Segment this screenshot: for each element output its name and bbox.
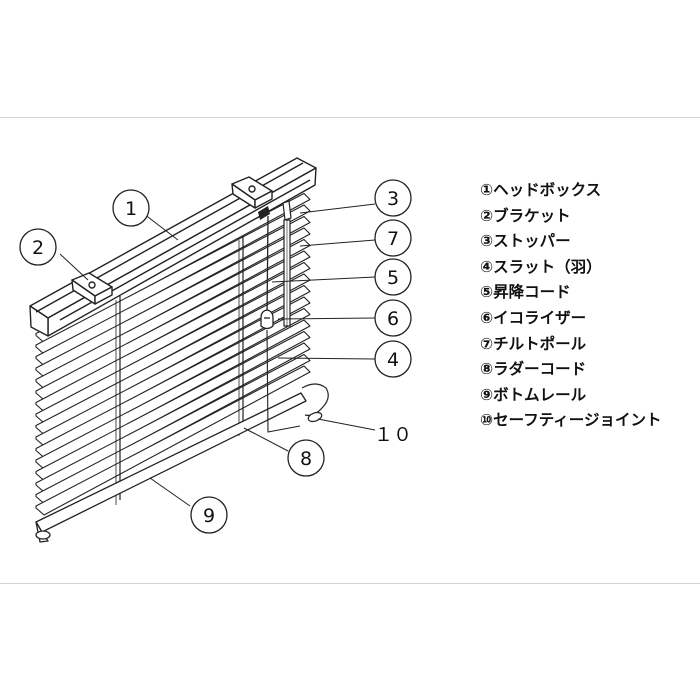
- legend-item-tilt-pole: ⑦チルトポール: [480, 334, 587, 353]
- svg-text:9: 9: [203, 505, 215, 527]
- callout-7: 7: [374, 219, 412, 257]
- bracket-right: [231, 176, 273, 209]
- callout-9: 9: [190, 496, 228, 534]
- callout-6: 6: [374, 299, 412, 337]
- legend-item-slat: ④スラット（羽）: [480, 257, 602, 276]
- svg-text:2: 2: [32, 237, 44, 259]
- svg-text:4: 4: [387, 349, 399, 371]
- legend-item-bracket: ②ブラケット: [480, 206, 571, 225]
- lift-cord-loop: [266, 329, 301, 433]
- svg-text:1: 1: [125, 198, 137, 220]
- bottom-divider: [0, 583, 700, 584]
- callout-1: 1: [112, 189, 150, 227]
- legend-item-bottom-rail: ⑨ボトムレール: [480, 385, 587, 404]
- svg-text:１０: １０: [374, 424, 412, 446]
- svg-text:7: 7: [387, 228, 399, 250]
- legend-item-stopper: ③ストッパー: [480, 232, 571, 251]
- callout-10: １０: [374, 424, 412, 446]
- legend-item-lift-cord: ⑤昇降コード: [480, 283, 571, 302]
- callout-5: 5: [374, 258, 412, 296]
- slats: [35, 181, 311, 516]
- slat: [35, 365, 311, 516]
- parts-legend: ①ヘッドボックス ②ブラケット ③ストッパー ④スラット（羽） ⑤昇降コード ⑥…: [480, 178, 661, 434]
- bottom-rail: [35, 392, 307, 543]
- legend-item-equalizer: ⑥イコライザー: [480, 308, 587, 327]
- svg-text:5: 5: [387, 267, 399, 289]
- blind-diagram: 1 2 3 7 5 6 4 １０ 8 9: [19, 157, 412, 543]
- safety-joint: [301, 383, 329, 423]
- legend-item-safety-joint: ⑩セーフティージョイント: [480, 411, 662, 430]
- callout-2: 2: [19, 228, 57, 266]
- svg-text:6: 6: [387, 308, 399, 330]
- legend-item-headbox: ①ヘッドボックス: [480, 181, 602, 199]
- lift-cord: [266, 215, 269, 319]
- callout-4: 4: [374, 340, 412, 378]
- leader-lines: [59, 203, 376, 507]
- svg-text:3: 3: [387, 188, 399, 210]
- svg-text:8: 8: [300, 448, 312, 470]
- tilt-pole: [282, 200, 292, 327]
- stopper: [258, 206, 270, 220]
- top-divider: [0, 117, 700, 118]
- callout-8: 8: [287, 439, 325, 477]
- equalizer: [260, 309, 274, 330]
- legend-item-ladder-cord: ⑧ラダーコード: [480, 360, 587, 379]
- callout-3: 3: [374, 179, 412, 217]
